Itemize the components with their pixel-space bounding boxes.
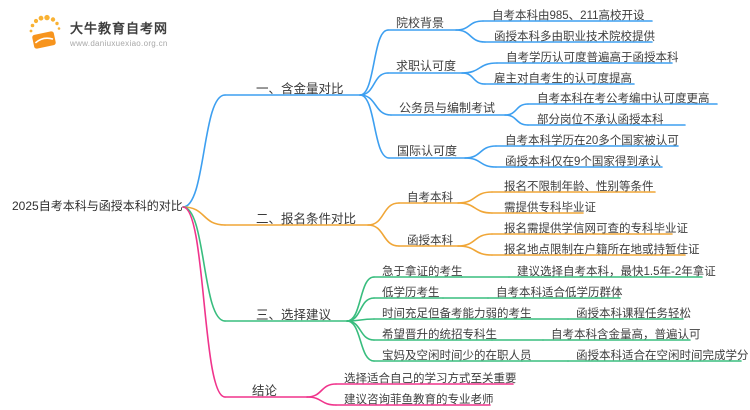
connector-curve bbox=[367, 202, 400, 226]
connector-curve bbox=[457, 202, 493, 214]
branch-node-conclusion[interactable]: 结论 bbox=[252, 384, 278, 398]
detail-node[interactable]: 建议选择自考本科，最快1.5年-2年拿证 bbox=[517, 266, 716, 278]
connector-curve bbox=[359, 94, 390, 159]
connector-curve bbox=[367, 224, 400, 247]
detail-node[interactable]: 部分岗位不承认函授本科 bbox=[537, 114, 664, 126]
detail-node[interactable]: 自考本科适合低学历群体 bbox=[496, 287, 623, 299]
connector-curve bbox=[457, 245, 493, 256]
detail-node[interactable]: 报名需提供学信网可查的专科毕业证 bbox=[504, 223, 688, 235]
connector-curve bbox=[455, 29, 486, 43]
detail-node[interactable]: 自考学历认可度普遍高于函授本科 bbox=[506, 52, 679, 64]
detail-node[interactable]: 函授本科多由职业技术院校提供 bbox=[494, 31, 655, 43]
site-logo: 大牛教育自考网 www.daniuxuexiao.org.cn bbox=[26, 14, 168, 52]
branch-node-quality[interactable]: 一、含金量对比 bbox=[256, 82, 344, 96]
topic-node[interactable]: 低学历考生 bbox=[382, 287, 440, 299]
detail-node[interactable]: 自考本科在考公考编中认可度更高 bbox=[537, 93, 710, 105]
topic-node[interactable]: 国际认可度 bbox=[397, 144, 458, 158]
detail-node[interactable]: 函授本科课程任务轻松 bbox=[576, 308, 691, 320]
connector-curve bbox=[359, 72, 389, 96]
site-url: www.daniuxuexiao.org.cn bbox=[70, 39, 168, 48]
detail-node[interactable]: 建议咨询菲鱼教育的专业老师 bbox=[344, 394, 494, 406]
detail-node[interactable]: 选择适合自己的学习方式至关重要 bbox=[344, 373, 517, 385]
root-node[interactable]: 2025自考本科与函授本科的对比 bbox=[12, 199, 183, 213]
site-name: 大牛教育自考网 bbox=[70, 21, 169, 36]
branch-node-requirements[interactable]: 二、报名条件对比 bbox=[256, 212, 357, 226]
topic-node[interactable]: 自考本科 bbox=[407, 192, 453, 204]
connector-curve bbox=[359, 29, 389, 96]
topic-node[interactable]: 院校背景 bbox=[396, 16, 445, 30]
branch-node-advice[interactable]: 三、选择建议 bbox=[256, 308, 332, 322]
detail-node[interactable]: 自考本科由985、211高校开设 bbox=[492, 10, 645, 22]
connector-curve bbox=[461, 72, 486, 85]
topic-node[interactable]: 宝妈及空闲时间少的在职人员 bbox=[382, 350, 532, 362]
topic-node[interactable]: 函授本科 bbox=[407, 235, 453, 247]
topic-node[interactable]: 公务员与编制考试 bbox=[399, 101, 496, 115]
detail-node[interactable]: 报名不限制年龄、性别等条件 bbox=[504, 181, 654, 193]
connector-curve bbox=[504, 114, 529, 126]
connector-curve bbox=[464, 157, 497, 168]
detail-node[interactable]: 函授本科仅在9个国家得到承认 bbox=[505, 156, 661, 168]
connector-curve bbox=[346, 320, 375, 362]
topic-node[interactable]: 求职认可度 bbox=[396, 59, 457, 73]
connector-curve bbox=[182, 206, 226, 226]
topic-node[interactable]: 希望晋升的统招专科生 bbox=[382, 329, 497, 341]
connector-curve bbox=[182, 206, 226, 398]
detail-node[interactable]: 需提供专科毕业证 bbox=[504, 202, 596, 214]
detail-node[interactable]: 雇主对自考生的认可度提高 bbox=[494, 73, 632, 85]
detail-node[interactable]: 函授本科适合在空闲时间完成学分 bbox=[576, 350, 749, 362]
detail-node[interactable]: 自考本科含金量高，普遍认可 bbox=[551, 329, 701, 341]
detail-node[interactable]: 报名地点限制在户籍所在地或持暂住证 bbox=[504, 244, 700, 256]
detail-node[interactable]: 自考本科学历在20多个国家被认可 bbox=[505, 135, 679, 147]
connector-curve bbox=[182, 94, 226, 208]
topic-node[interactable]: 急于拿证的考生 bbox=[382, 266, 463, 278]
connector-curve bbox=[306, 396, 337, 406]
topic-node[interactable]: 时间充足但备考能力弱的考生 bbox=[382, 308, 532, 320]
connector-curve bbox=[182, 206, 226, 322]
logo-text: 大牛教育自考网 www.daniuxuexiao.org.cn bbox=[70, 18, 168, 48]
logo-book-icon bbox=[29, 14, 61, 49]
